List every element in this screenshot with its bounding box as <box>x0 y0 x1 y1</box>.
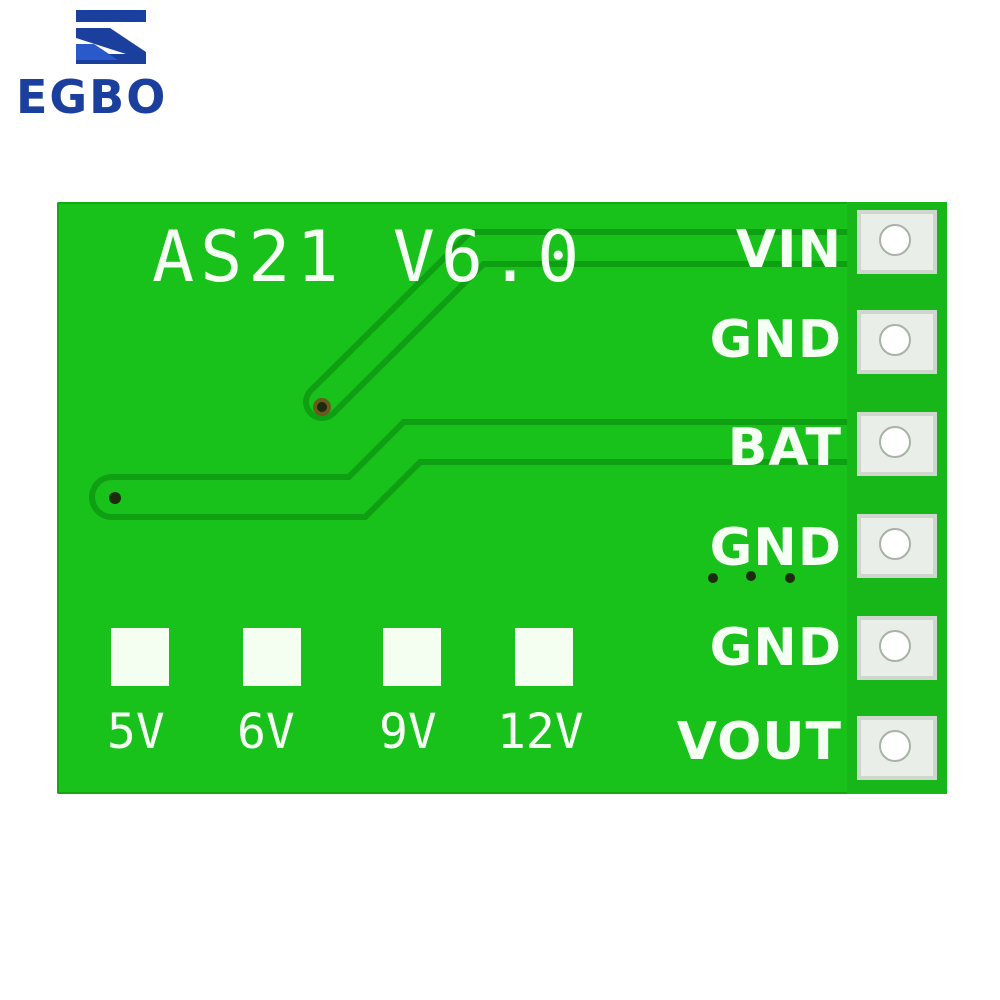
pin-hole <box>879 224 911 256</box>
jumper-pad-5v <box>111 628 169 686</box>
via <box>109 492 121 504</box>
logo-text: EGBO <box>16 70 168 124</box>
jumper-pad-12v <box>515 628 573 686</box>
pin-hole <box>879 730 911 762</box>
pcb-board: AS21 V6.0 VIN GND BAT GND GND VOUT 5V 6V… <box>57 202 947 794</box>
pin-hole <box>879 426 911 458</box>
pin-hole <box>879 324 911 356</box>
pin-label-gnd: GND <box>709 310 842 370</box>
pcb-traces <box>89 202 947 794</box>
pin-pad-gnd <box>857 616 937 680</box>
pin-label-bat: BAT <box>727 418 842 478</box>
pin-hole <box>879 528 911 560</box>
pin-label-vin: VIN <box>735 220 842 280</box>
jumper-pad-6v <box>243 628 301 686</box>
pin-pad-gnd <box>857 310 937 374</box>
egbo-logo <box>14 8 214 118</box>
pin-label-gnd: GND <box>709 618 842 678</box>
volt-label-5v: 5V <box>107 704 165 760</box>
volt-label-12v: 12V <box>497 704 584 760</box>
pin-label-gnd: GND <box>709 518 842 578</box>
volt-label-9v: 9V <box>379 704 437 760</box>
volt-label-6v: 6V <box>237 704 295 760</box>
pin-hole <box>879 630 911 662</box>
pin-label-vout: VOUT <box>676 712 842 772</box>
pin-pad-vout <box>857 716 937 780</box>
pin-pad-gnd <box>857 514 937 578</box>
pin-pad-vin <box>857 210 937 274</box>
pin-pad-bat <box>857 412 937 476</box>
board-title: AS21 V6.0 <box>152 216 586 298</box>
egbo-logo-mark-icon <box>76 10 146 64</box>
jumper-pad-9v <box>383 628 441 686</box>
